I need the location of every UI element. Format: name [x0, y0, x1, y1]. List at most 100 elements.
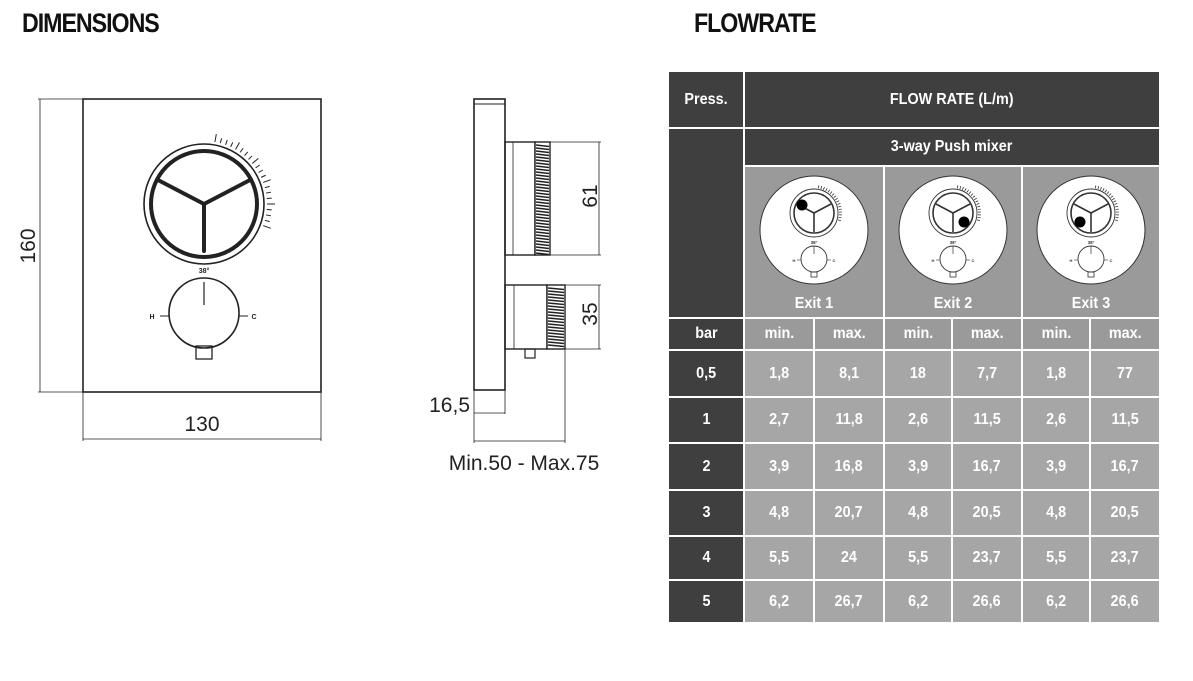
mini-tick [1094, 185, 1097, 189]
mini-diverter [932, 192, 974, 234]
mini-tick [966, 189, 969, 193]
mini-tick [1114, 219, 1119, 222]
knurl-line [535, 246, 550, 250]
dim-35-label: 35 [579, 302, 602, 325]
scale-tick [255, 164, 260, 169]
thermostat-knob [168, 277, 240, 349]
knurl-line [535, 210, 550, 214]
mini-tick [970, 193, 974, 196]
mini-tick [833, 195, 837, 198]
exit-2-label: Exit 2 [933, 295, 973, 312]
mini-tick [977, 205, 981, 208]
knurl-line [547, 302, 565, 306]
pressure-cell: 1 [667, 396, 745, 444]
scale-tick [235, 142, 240, 150]
scale-tick [260, 174, 266, 178]
scale-tick [225, 139, 228, 145]
flow-value-cell: 5,5 [1021, 535, 1091, 581]
mini-temp-label: 38° [811, 240, 818, 245]
flow-value-cell: 2,7 [743, 396, 815, 444]
mini-tick [1115, 216, 1119, 219]
exit-1-label: Exit 1 [794, 295, 834, 312]
scale-tick [264, 185, 270, 189]
exit-1-min-header: min. [743, 317, 815, 351]
exit-2-max-header: max. [951, 317, 1023, 351]
scale-tick [265, 214, 272, 217]
mini-tick [817, 185, 820, 189]
mini-tick [836, 200, 840, 203]
flow-value-cell: 5,5 [743, 535, 815, 581]
mini-tick [1115, 205, 1119, 208]
knurl-line [535, 249, 550, 253]
knurl-line [547, 308, 565, 312]
knurl-line [535, 231, 550, 235]
scale-tick [263, 179, 271, 183]
mini-tick [959, 185, 962, 190]
mini-tick [1113, 200, 1117, 203]
exit-3-label: Exit 3 [1071, 295, 1111, 312]
dimensions-heading: DIMENSIONS [22, 8, 160, 38]
active-exit-dot [1074, 216, 1086, 228]
mini-hot-label: H [932, 258, 935, 263]
scale-tick [258, 169, 264, 173]
scale-tick [230, 142, 234, 148]
pressure-cell: 5 [667, 579, 745, 624]
dim-61-label: 61 [579, 184, 602, 207]
knurl-line [535, 174, 550, 178]
flow-value-cell: 18 [883, 349, 953, 398]
mini-tick [829, 191, 833, 195]
knurl-line [535, 180, 550, 184]
mini-tick [964, 188, 967, 192]
temp-mark-label: 38° [199, 267, 210, 275]
knurl-line [535, 198, 550, 202]
mini-tick [956, 185, 959, 189]
mini-tick [968, 191, 972, 195]
scale-tick [263, 225, 271, 229]
exit-2-min-header: min. [883, 317, 953, 351]
mini-cold-label: C [833, 258, 836, 263]
flow-value-cell: 23,7 [951, 535, 1023, 581]
knurl-line [535, 201, 550, 205]
knurl-line [535, 225, 550, 229]
flow-value-cell: 3,9 [743, 442, 815, 491]
knurl-line [535, 237, 550, 241]
pressure-cell: 3 [667, 489, 745, 537]
diverter-outer-ring [143, 143, 265, 265]
mini-tick [976, 219, 981, 222]
scale-tick [251, 157, 259, 164]
flow-value-cell: 11,5 [951, 396, 1023, 444]
flow-value-cell: 6,2 [1021, 579, 1091, 624]
exit-3-min-header: min. [1021, 317, 1091, 351]
flow-value-cell: 26,6 [1089, 579, 1161, 624]
mini-tick [1106, 191, 1110, 195]
knurl-line [535, 213, 550, 217]
flow-value-cell: 8,1 [813, 349, 885, 398]
front-plate [82, 98, 322, 393]
knurl-line [535, 252, 550, 256]
exit-1-max-header: max. [813, 317, 885, 351]
mini-tick [831, 193, 835, 196]
knurl-line [547, 290, 565, 294]
mini-tick [976, 203, 980, 205]
flow-value-cell: 7,7 [951, 349, 1023, 398]
active-exit-dot [958, 216, 970, 228]
unit-bar-header: bar [667, 317, 745, 351]
scale-tick [244, 151, 249, 157]
press-header-blank [667, 127, 745, 319]
knurl-line [535, 153, 550, 157]
knurl-line [535, 156, 550, 160]
flow-value-cell: 5,5 [883, 535, 953, 581]
pressure-cell: 2 [667, 442, 745, 491]
active-exit-dot [796, 199, 808, 211]
knurl-line [547, 299, 565, 303]
dim-16-5-label: 16,5 [429, 394, 470, 417]
knurl-line [547, 314, 565, 318]
